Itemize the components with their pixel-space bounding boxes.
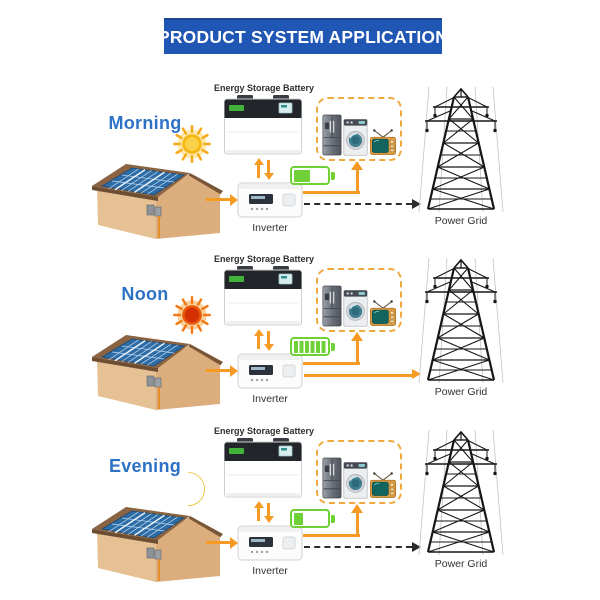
refrigerator-icon [322,114,342,156]
inverter-to-grid-arrow [304,198,421,209]
page-title: PRODUCT SYSTEM APPLICATION [157,26,449,47]
battery-inverter-flow-arrows [253,158,274,180]
solar-house-illustration [90,139,236,245]
inverter-to-grid-arrow [304,541,421,552]
inverter-label: Inverter [252,393,288,405]
washing-machine-icon [343,117,368,156]
battery-charge-fill [293,512,304,525]
arrow-up-head-icon [351,504,363,513]
house-to-inverter-arrow [206,536,238,549]
energy-storage-battery-unit [223,437,303,499]
battery-inverter-flow-arrows [253,501,274,523]
battery-charge-icon [290,166,335,185]
battery-charge-icon [290,509,335,528]
battery-charge-icon [290,337,335,356]
period-label: Morning [108,113,182,133]
period-label: Noon [121,284,169,304]
arrow-up-head-icon [351,161,363,170]
solar-house-illustration [90,482,236,588]
arrow-down-icon [263,503,274,523]
battery-label: Energy Storage Battery [213,254,315,264]
arrow-up-icon [253,158,264,178]
inverter-to-appliances-line [303,191,360,194]
arrow-up-head-icon [351,332,363,341]
inverter-label: Inverter [252,222,288,234]
house-to-inverter-arrow [206,193,238,206]
inverter-to-appliances-line [303,362,360,365]
power-grid-label: Power Grid [434,386,488,398]
inverter-to-grid-arrow [304,369,421,379]
battery-label: Energy Storage Battery [213,83,315,93]
television-icon [369,300,397,327]
inverter-unit [237,180,303,220]
washing-machine-icon [343,460,368,499]
period-label: Evening [108,456,182,476]
inverter-unit [237,523,303,563]
television-icon [369,129,397,156]
inverter-unit [237,351,303,391]
scenario-row-noon: Noon Energy Storage Battery Inverter [0,248,600,420]
battery-charge-fill [293,340,327,353]
arrow-down-icon [263,331,274,351]
power-grid-label: Power Grid [434,215,488,227]
energy-storage-battery-unit [223,94,303,156]
power-grid-tower-icon [416,430,506,555]
power-grid-tower-icon [416,87,506,212]
scenario-row-morning: Morning Energy Storage Battery Inverter [0,77,600,249]
arrow-up-icon [253,329,264,349]
solar-house-illustration [90,310,236,416]
energy-storage-battery-unit [223,265,303,327]
inverter-label: Inverter [252,565,288,577]
inverter-to-appliances-riser [356,169,359,194]
appliances-box [316,440,402,504]
arrow-up-icon [253,501,264,521]
arrow-down-icon [263,160,274,180]
refrigerator-icon [322,285,342,327]
inverter-to-appliances-line [303,534,360,537]
power-grid-tower-icon [416,258,506,383]
appliances-box [316,268,402,332]
title-banner: PRODUCT SYSTEM APPLICATION [158,18,448,54]
battery-label: Energy Storage Battery [213,426,315,436]
scenario-row-evening: Evening Energy Storage Battery Inverter [0,420,600,592]
power-grid-label: Power Grid [434,558,488,570]
refrigerator-icon [322,457,342,499]
washing-machine-icon [343,288,368,327]
house-to-inverter-arrow [206,364,238,377]
battery-inverter-flow-arrows [253,329,274,351]
inverter-to-appliances-riser [356,512,359,537]
battery-charge-fill [293,169,310,182]
television-icon [369,472,397,499]
inverter-to-appliances-riser [356,340,359,365]
appliances-box [316,97,402,161]
